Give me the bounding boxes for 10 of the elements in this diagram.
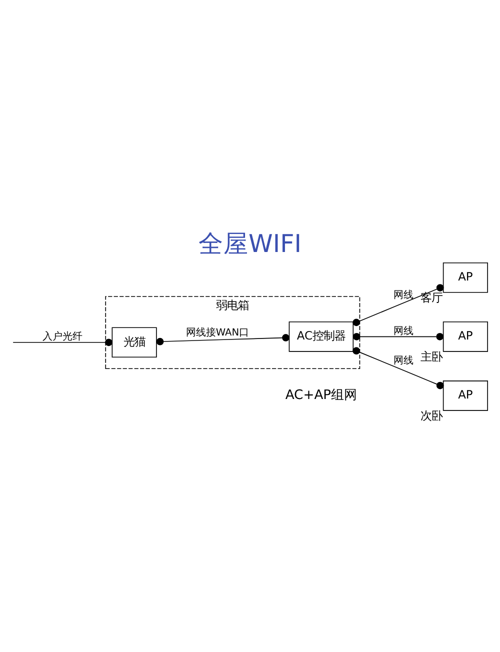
edge-label: 网线 bbox=[394, 290, 414, 301]
edge-label: 网线接WAN口 bbox=[186, 328, 250, 339]
edge-label: 入户光纤 bbox=[42, 332, 83, 343]
caption: AC+AP组网 bbox=[285, 388, 358, 403]
edge-label: 网线 bbox=[394, 355, 414, 366]
diagram-title: 全屋WIFI bbox=[198, 229, 302, 258]
node-label: 次卧 bbox=[420, 408, 442, 423]
node-label: 主卧 bbox=[420, 350, 442, 364]
node-label: 客厅 bbox=[420, 290, 442, 305]
edge-label: 网线 bbox=[394, 326, 414, 337]
